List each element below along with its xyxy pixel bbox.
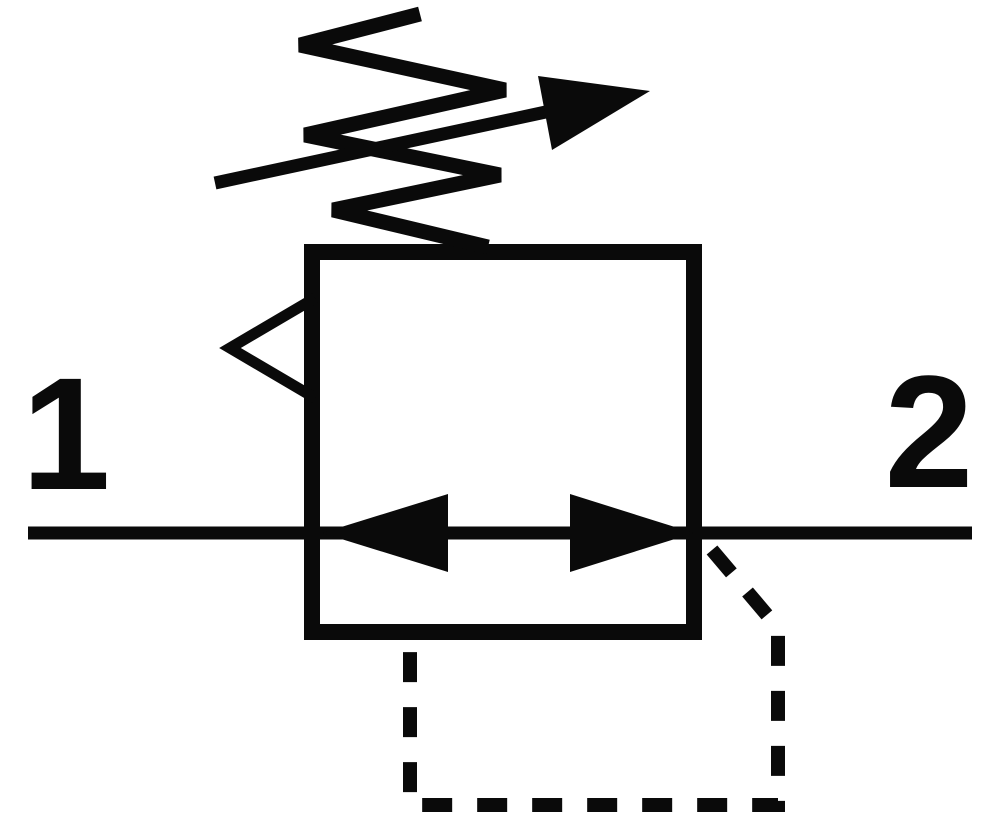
adjustment-spring [298,6,507,255]
port-1-label: 1 [22,344,111,523]
adjustment-arrow-shaft [213,103,557,190]
flow-arrow-right-icon [570,494,694,572]
adjustment-arrow-head-icon [538,76,650,150]
valve-body [304,244,702,640]
port-2-label: 2 [885,342,974,521]
flow-arrow-left-icon [322,494,448,572]
relief-triangle-icon [219,293,318,403]
pilot-line [403,545,785,812]
